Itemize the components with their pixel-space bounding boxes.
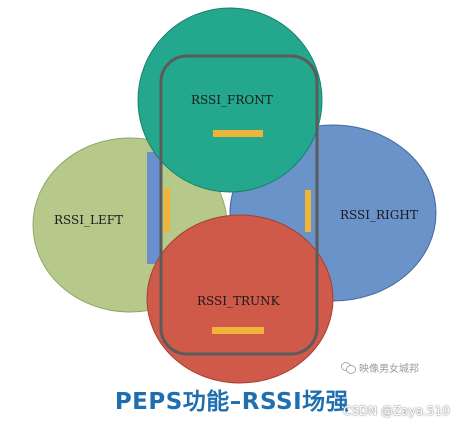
wechat-watermark: 映像男女城邦 <box>341 360 419 375</box>
zone-right-label: RSSI_RIGHT <box>340 208 418 222</box>
wechat-watermark-text: 映像男女城邦 <box>359 364 419 375</box>
antenna-left <box>164 188 170 232</box>
diagram-caption: PEPS功能–RSSI场强 <box>114 389 350 415</box>
vehicle-outline <box>159 54 319 356</box>
left-side-panel <box>147 152 160 264</box>
csdn-watermark: CSDN @Zaya.510 <box>343 404 450 418</box>
antenna-front <box>213 130 263 137</box>
zone-front-label: RSSI_FRONT <box>191 93 273 107</box>
zone-trunk-label: RSSI_TRUNK <box>197 294 281 308</box>
zone-trunk-ellipse <box>146 214 334 384</box>
wechat-icon <box>341 362 356 374</box>
zone-front-circle <box>137 7 323 193</box>
antenna-right <box>305 190 311 232</box>
zone-left-label: RSSI_LEFT <box>54 213 123 227</box>
antenna-trunk <box>212 327 264 334</box>
